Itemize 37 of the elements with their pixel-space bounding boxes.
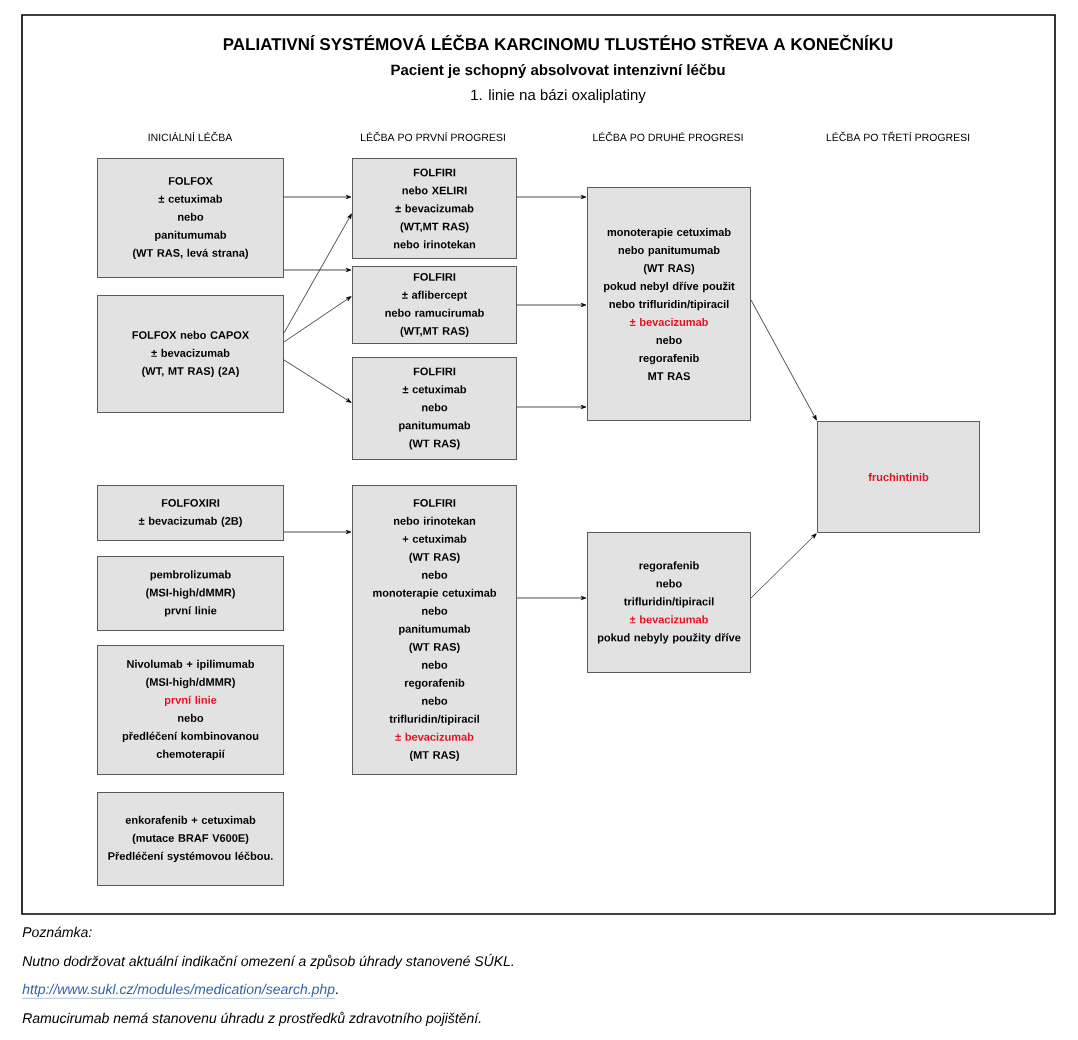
arrow [516, 302, 587, 308]
treatment-box: regorafenib nebo trifluridin/tipiracil ± bevacizumab pokud nebyly použity dříve [587, 532, 751, 673]
arrow [283, 194, 352, 200]
column-header: INICIÁLNÍ LÉČBA [148, 131, 233, 142]
arrow [283, 213, 352, 334]
note-text: Poznámka: [22, 926, 92, 938]
arrow [283, 296, 352, 343]
treatment-box: FOLFIRI nebo XELIRI ± bevacizumab (WT,MT RAS) nebo irinotekan [352, 158, 517, 259]
arrow [283, 359, 352, 403]
treatment-box: FOLFOX nebo CAPOX ± bevacizumab (WT, MT RAS) (2A) [97, 295, 284, 413]
arrow [516, 595, 587, 601]
column-header: LÉČBA PO PRVNÍ PROGRESI [361, 131, 505, 142]
treatment-box: FOLFIRI ± cetuximab nebo panitumumab (WT RAS) [352, 357, 517, 460]
arrow [283, 267, 352, 273]
treatment-box: fruchintinib [817, 421, 980, 533]
note-text: . [335, 992, 338, 994]
arrow [516, 194, 587, 200]
arrow [283, 529, 352, 535]
arrow [750, 533, 817, 599]
arrow [750, 299, 817, 421]
treatment-box: pembrolizumab (MSI-high/dMMR) první linie [97, 556, 284, 631]
column-header: LÉČBA PO DRUHÉ PROGRESI [593, 131, 743, 142]
treatment-box: FOLFOXIRI ± bevacizumab (2B) [97, 485, 284, 541]
link: http://www.sukl.cz/modules/medication/search.php [22, 983, 336, 999]
treatment-box: Nivolumab + ipilimumab (MSI-high/dMMR) první linie nebo předléčení kombinovanou chemoterapií [97, 645, 284, 775]
treatment-box: enkorafenib + cetuximab (mutace BRAF V600E) Předléčení systémovou léčbou. [97, 792, 284, 886]
treatment-box: FOLFIRI ± aflibercept nebo ramucirumab (WT,MT RAS) [352, 266, 517, 344]
subtitle: Pacient je schopný absolvovat intenzivní léčbu [391, 63, 725, 79]
arrow [516, 404, 587, 410]
subtitle: 1. linie na bázi oxaliplatiny [471, 88, 646, 104]
title: PALIATIVNÍ SYSTÉMOVÁ LÉČBA KARCINOMU TLUSTÉHO STŘEVA A KONEČNÍKU [223, 34, 893, 51]
treatment-box: monoterapie cetuximab nebo panitumumab (WT RAS) pokud nebyl dříve použit nebo trifluridin/tipiracil ± bevacizumab nebo regorafenib MT RAS [587, 187, 751, 421]
treatment-box: FOLFOX ± cetuximab nebo panitumumab (WT RAS, levá strana) [97, 158, 284, 278]
treatment-box: FOLFIRI nebo irinotekan + cetuximab (WT RAS) nebo monoterapie cetuximab nebo panitumumab (WT RAS) nebo regorafenib nebo trifluridin/tipiracil ± bevacizumab (MT RAS) [352, 485, 517, 775]
column-header: LÉČBA PO TŘETÍ PROGRESI [826, 131, 970, 142]
note-text: Nutno dodržovat aktuální indikační omezení a způsob úhrady stanovené SÚKL. [22, 953, 514, 969]
note-text: Ramucirumab nemá stanovenu úhradu z prostředků zdravotního pojištění. [22, 1011, 481, 1026]
